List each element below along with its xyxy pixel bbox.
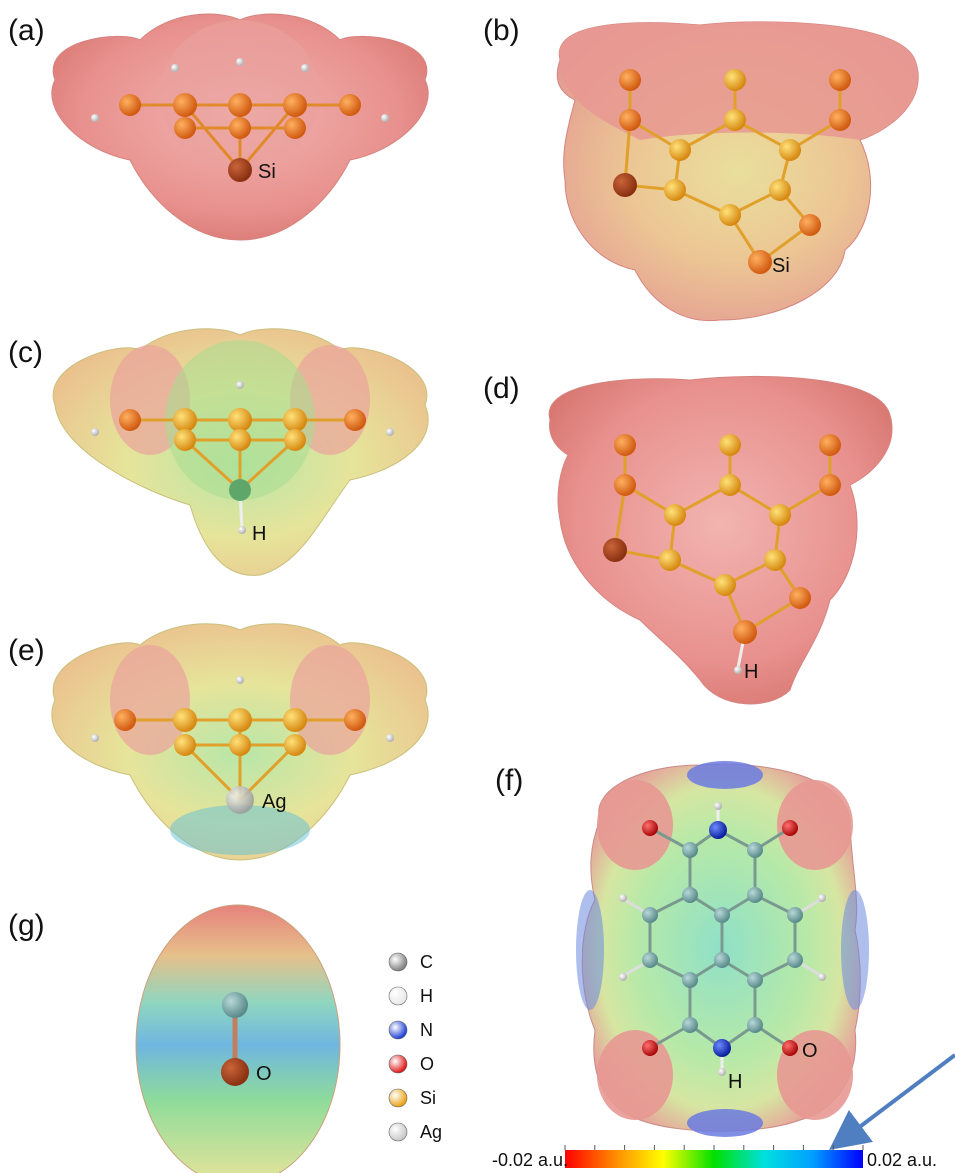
colorbar-max-label: 0.02 a.u. — [867, 1150, 937, 1170]
esp-surface-g — [135, 904, 341, 1173]
atom-label-si-a: Si — [258, 161, 276, 183]
atoms-d — [603, 434, 841, 674]
colorbar-ticks — [564, 1145, 864, 1150]
carbon-atom-g — [222, 992, 248, 1018]
panel-e: (e) Ag — [8, 623, 429, 861]
legend-label-ag: Ag — [420, 1122, 442, 1142]
atom-label-h-f: H — [728, 1071, 742, 1093]
panel-label-d: (d) — [483, 372, 520, 405]
legend-swatch-n — [388, 1020, 408, 1040]
oxygen-atom-g — [221, 1058, 249, 1086]
legend-swatch-h — [388, 986, 408, 1006]
panel-g: (g) O — [8, 904, 341, 1173]
panel-a: (a) Si — [8, 13, 429, 241]
legend-swatch-si — [388, 1088, 408, 1108]
colorbar-min-label: -0.02 a.u. — [492, 1150, 568, 1170]
panel-label-g: (g) — [8, 909, 45, 942]
atom-label-h-c: H — [252, 523, 266, 545]
esp-surface-d — [548, 375, 893, 705]
panel-label-e: (e) — [8, 634, 45, 667]
legend-swatch-c — [388, 952, 408, 972]
atom-label-o-g: O — [256, 1063, 272, 1085]
legend-label-n: N — [420, 1020, 433, 1040]
panel-b: (b) Si — [483, 14, 919, 322]
legend-label-o: O — [420, 1054, 434, 1074]
panel-d: (d) H — [483, 372, 893, 705]
atoms-c — [91, 381, 394, 534]
legend-swatch-ag — [388, 1122, 408, 1142]
atoms-b — [613, 69, 851, 274]
panel-c: (c) H — [8, 328, 429, 576]
atoms-e — [91, 676, 394, 814]
atom-label-si-b: Si — [772, 255, 790, 277]
legend-label-h: H — [420, 986, 433, 1006]
legend-label-si: Si — [420, 1088, 436, 1108]
legend-label-c: C — [420, 952, 433, 972]
panel-f: (f) O H — [495, 761, 869, 1137]
panel-label-a: (a) — [8, 14, 45, 47]
atoms-f — [619, 802, 826, 1076]
colorbar-gradient — [565, 1150, 863, 1168]
panel-label-b: (b) — [483, 14, 520, 47]
atom-label-ag-e: Ag — [262, 791, 286, 813]
arrow — [829, 1053, 955, 1151]
atoms-a — [91, 58, 389, 182]
panel-label-c: (c) — [8, 336, 43, 369]
atom-label-o-f: O — [802, 1040, 818, 1062]
colorbar: -0.02 a.u. 0.02 a.u. — [492, 1145, 937, 1170]
esp-surface-b — [556, 21, 919, 322]
legend-swatch-o — [388, 1054, 408, 1074]
atom-label-h-d: H — [744, 661, 758, 683]
panel-label-f: (f) — [495, 764, 523, 797]
